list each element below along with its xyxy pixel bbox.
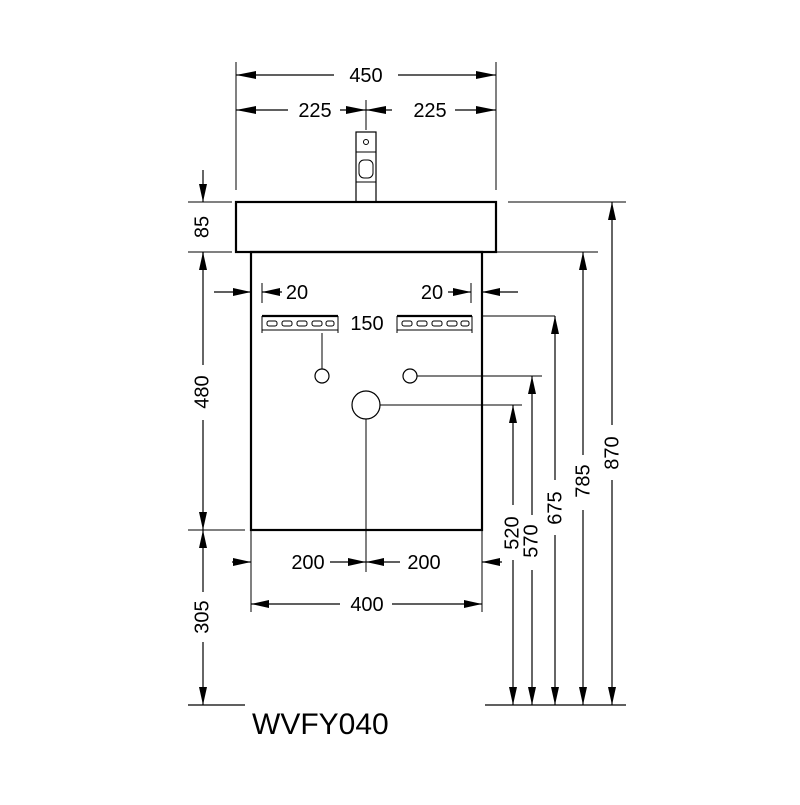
- dim-bracket-offset-right: 20: [421, 282, 443, 304]
- dim-bottom-half-left: 200: [291, 552, 324, 574]
- hole-left-icon: [314, 368, 330, 384]
- bracket-left-icon: [261, 314, 339, 333]
- left-dimensions: 85 480 305: [188, 170, 245, 706]
- dim-bracket-offset-left: 20: [286, 282, 308, 304]
- dim-height-520: 520: [501, 516, 523, 549]
- dim-height-870: 870: [601, 436, 623, 469]
- dim-half-right: 225: [413, 100, 446, 122]
- dim-basin-height: 85: [191, 216, 213, 238]
- hole-right-icon: [402, 368, 418, 384]
- dim-bottom-width: 400: [350, 594, 383, 616]
- bracket-offset-dims: 20 20: [214, 282, 518, 304]
- dim-height-570: 570: [520, 524, 542, 557]
- model-label: WVFY040: [252, 708, 389, 741]
- basin-top: [234, 200, 498, 254]
- right-dimensions: 520 570 675 785 870: [482, 201, 626, 705]
- drain-hole-icon: [351, 390, 381, 420]
- dim-bottom-half-right: 200: [407, 552, 440, 574]
- bracket-right-icon: [396, 314, 473, 333]
- bottom-dimensions: 200 200 400: [232, 530, 502, 616]
- dim-bracket-height: 150: [350, 313, 383, 335]
- dim-cabinet-height: 480: [191, 375, 213, 408]
- dim-floor-clearance: 305: [191, 600, 213, 633]
- faucet-icon: [355, 131, 377, 203]
- dim-height-675: 675: [544, 491, 566, 524]
- dim-half-left: 225: [298, 100, 331, 122]
- dim-overall-width: 450: [349, 65, 382, 87]
- top-dimensions: 450 225 225: [235, 62, 497, 190]
- dim-height-785: 785: [572, 464, 594, 497]
